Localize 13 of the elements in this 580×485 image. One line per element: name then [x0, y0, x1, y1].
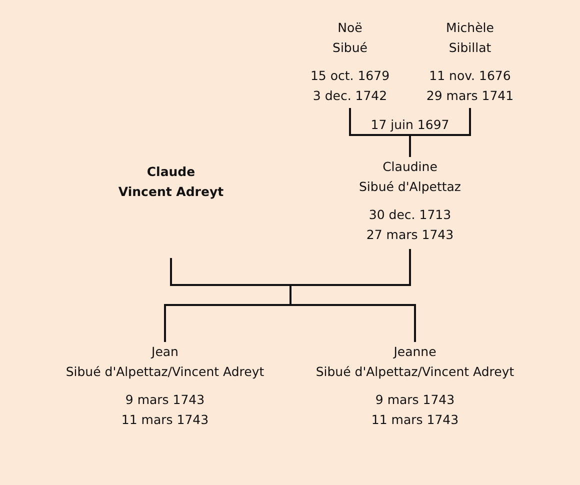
life-dates: 15 oct. 1679 3 dec. 1742 — [310, 67, 390, 105]
person-name: Claude Vincent Adreyt — [118, 163, 224, 201]
person-name: Claudine Sibué d'Alpettaz — [359, 158, 461, 196]
person-name: Noë Sibué — [332, 19, 368, 57]
person-name: Michèle Sibillat — [446, 19, 494, 57]
family-line — [290, 249, 416, 342]
life-dates: 30 dec. 1713 27 mars 1743 — [366, 206, 454, 244]
person-name: Jeanne Sibué d'Alpettaz/Vincent Adreyt — [316, 343, 514, 381]
family-line — [409, 108, 471, 157]
life-dates: 11 nov. 1676 29 mars 1741 — [426, 67, 514, 105]
life-dates: 9 mars 1743 11 mars 1743 — [121, 391, 209, 429]
life-dates: 9 mars 1743 11 mars 1743 — [371, 391, 459, 429]
person-name: Jean Sibué d'Alpettaz/Vincent Adreyt — [66, 343, 264, 381]
